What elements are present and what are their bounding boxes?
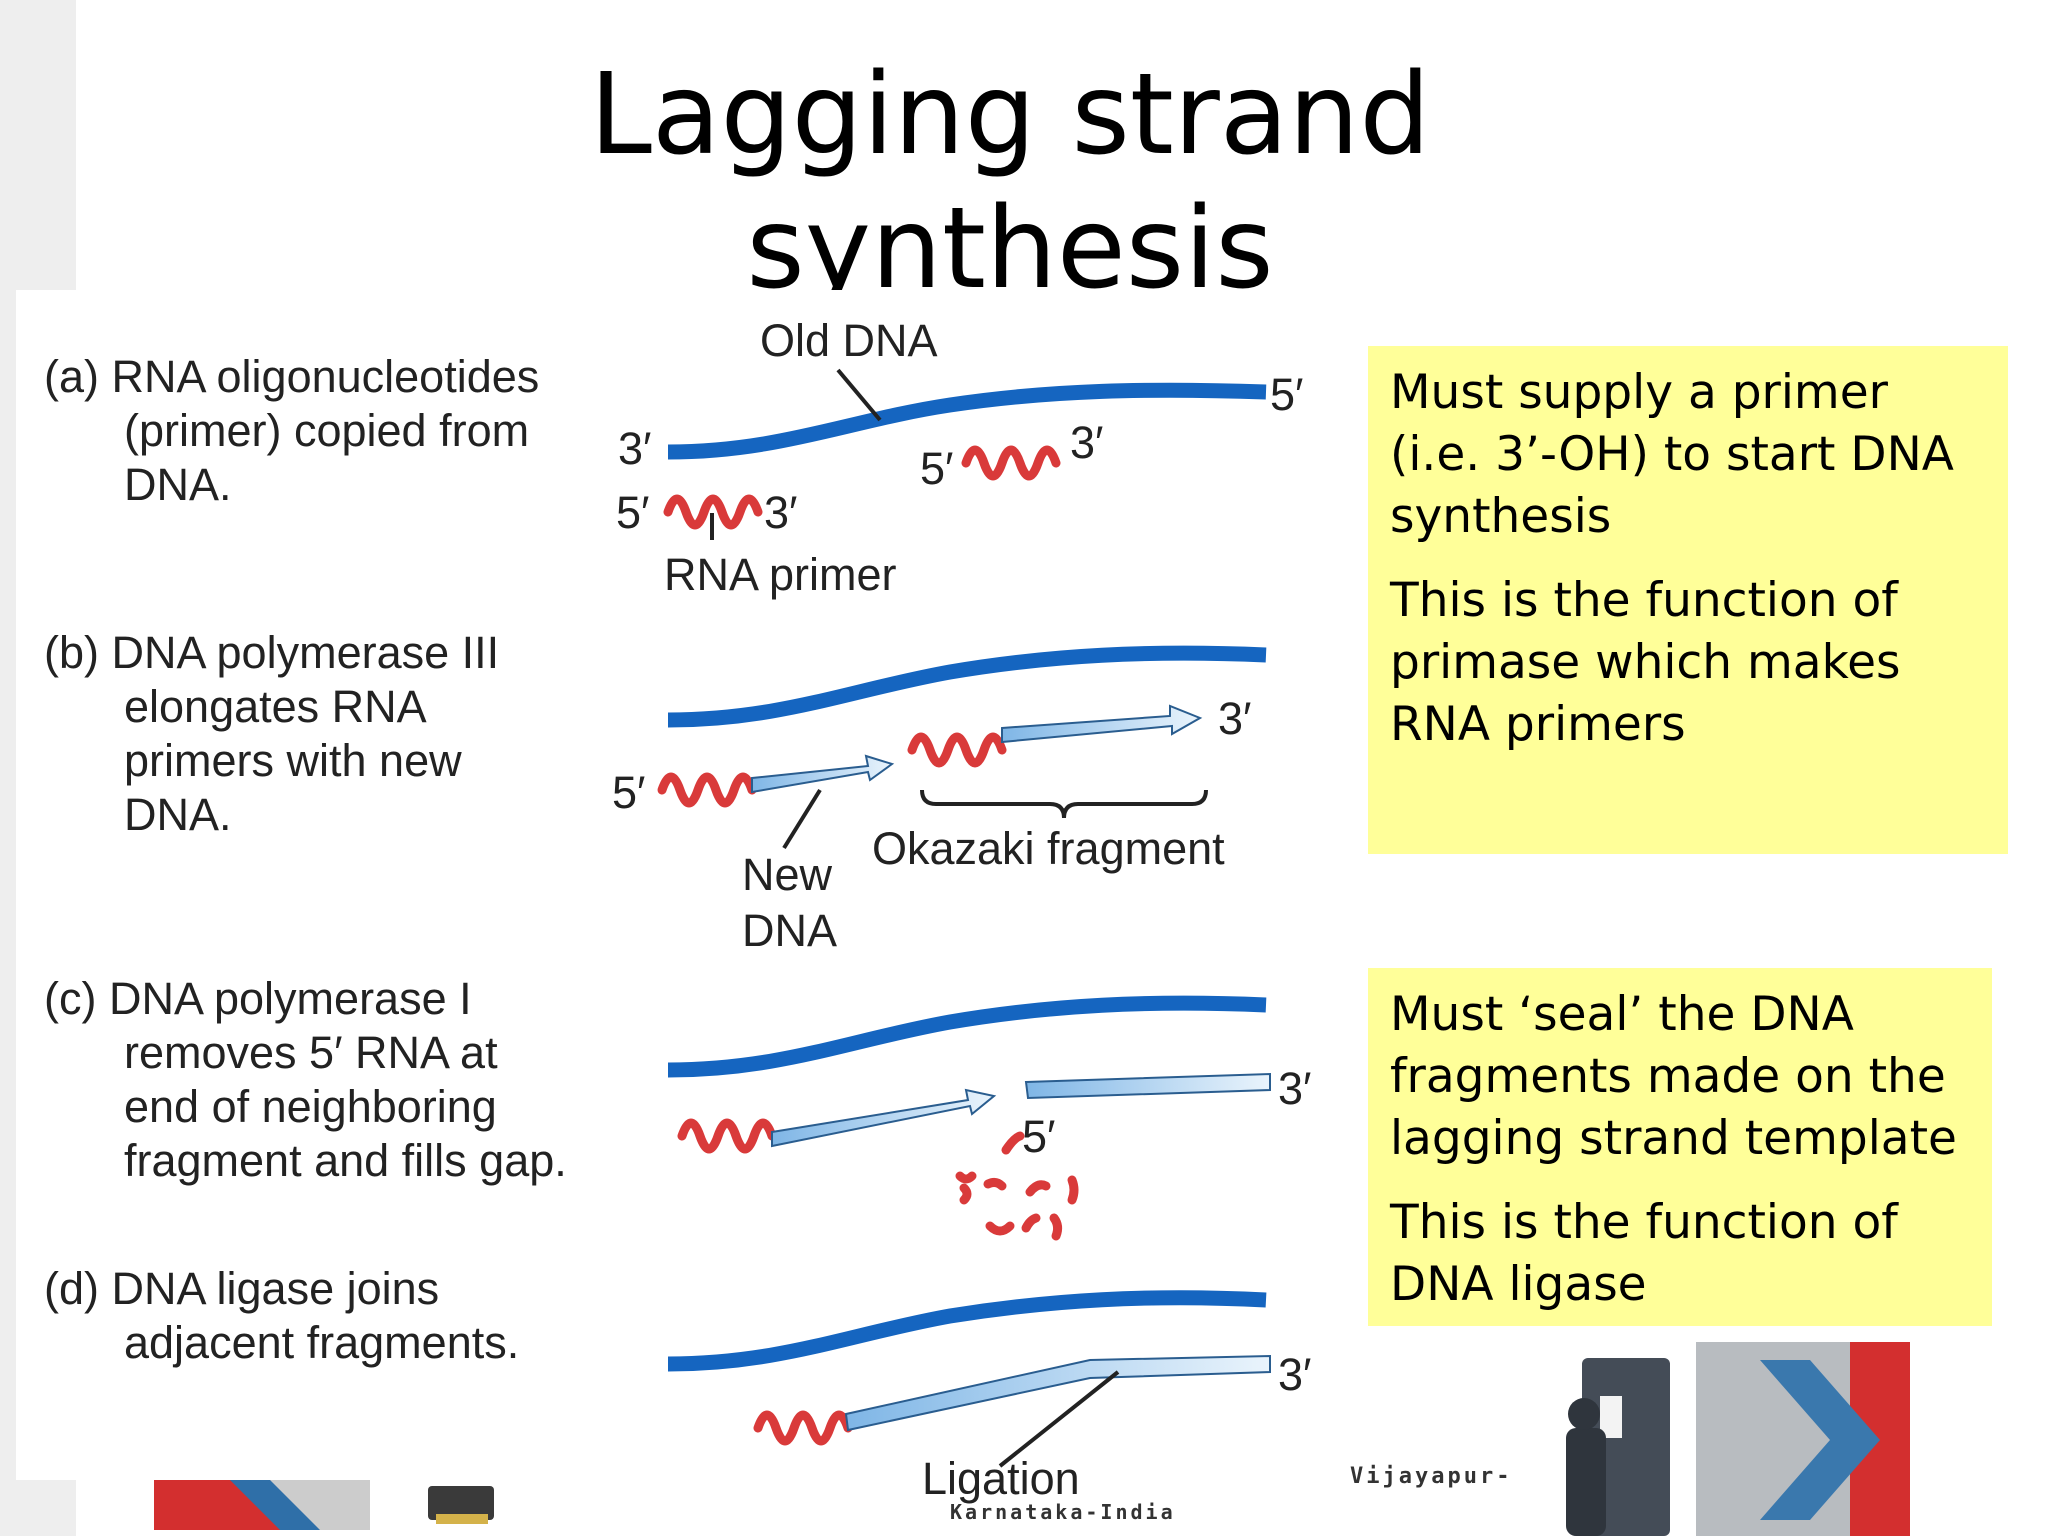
label-ligation: Ligation bbox=[922, 1453, 1080, 1504]
label-3prime-b: 3′ bbox=[1218, 693, 1252, 744]
old-dna-strand-c bbox=[667, 995, 1267, 1078]
label-5prime-a-mid: 5′ bbox=[920, 443, 954, 494]
note-ligase-line-1: Must ‘seal’ the DNA fragments made on th… bbox=[1390, 987, 1957, 1166]
label-3prime-a-primer: 3′ bbox=[764, 487, 798, 538]
step-c-line-2: removes 5′ RNA at bbox=[124, 1027, 498, 1078]
note-primer-line-2: This is the function of primase which ma… bbox=[1390, 573, 1901, 752]
removed-rna-pieces bbox=[955, 1131, 1079, 1241]
footer-logo-left bbox=[154, 1480, 370, 1530]
label-5prime-a-primer: 5′ bbox=[616, 487, 650, 538]
step-b-line-4: DNA. bbox=[124, 789, 232, 840]
label-5prime-a-top: 5′ bbox=[1270, 369, 1304, 420]
new-dna-arrow-b-right bbox=[1001, 704, 1203, 744]
label-new-dna-line-1: New bbox=[742, 849, 833, 900]
new-dna-arrow-b-left bbox=[751, 754, 895, 794]
label-3prime-d: 3′ bbox=[1278, 1349, 1312, 1400]
new-dna-arrow-c bbox=[771, 1088, 997, 1148]
label-okazaki-fragment: Okazaki fragment bbox=[872, 823, 1225, 874]
step-d-line-2: adjacent fragments. bbox=[124, 1317, 520, 1368]
step-a-line-1: (a) RNA oligonucleotides bbox=[44, 351, 540, 402]
step-c-text: (c) DNA polymerase I removes 5′ RNA at e… bbox=[44, 972, 567, 1188]
step-b-text: (b) DNA polymerase III elongates RNA pri… bbox=[44, 626, 499, 842]
step-a-text: (a) RNA oligonucleotides (primer) copied… bbox=[44, 350, 539, 512]
footer-location-text: Vijayapur- bbox=[1350, 1464, 1513, 1489]
label-3prime-a-left: 3′ bbox=[618, 423, 652, 474]
step-a-line-3: DNA. bbox=[124, 459, 232, 510]
rna-primer-a-right bbox=[961, 445, 1061, 481]
step-b-line-3: primers with new bbox=[124, 735, 462, 786]
label-5prime-c: 5′ bbox=[1022, 1111, 1056, 1162]
okazaki-fragment-c bbox=[1024, 1072, 1271, 1100]
old-dna-strand-b bbox=[667, 645, 1267, 728]
chevron-logo-icon bbox=[1696, 1342, 1910, 1536]
note-primer-line-1: Must supply a primer (i.e. 3’-OH) to sta… bbox=[1390, 365, 1954, 544]
ligation-pointer bbox=[998, 1370, 1120, 1468]
label-3prime-c: 3′ bbox=[1278, 1063, 1312, 1114]
rna-primer-c bbox=[677, 1118, 777, 1154]
step-a-line-2: (primer) copied from bbox=[124, 405, 530, 456]
emblem-icon bbox=[428, 1486, 494, 1524]
old-dna-strand-a bbox=[667, 382, 1267, 460]
label-old-dna: Old DNA bbox=[760, 315, 938, 366]
note-ligase: Must ‘seal’ the DNA fragments made on th… bbox=[1368, 968, 1992, 1326]
old-dna-pointer bbox=[836, 368, 882, 422]
step-d-text: (d) DNA ligase joins adjacent fragments. bbox=[44, 1262, 519, 1370]
old-dna-strand-d bbox=[667, 1290, 1267, 1372]
rna-primer-d bbox=[753, 1410, 853, 1446]
rna-primer-b-right bbox=[907, 732, 1007, 768]
step-c-line-1: (c) DNA polymerase I bbox=[44, 973, 472, 1024]
step-b-line-2: elongates RNA bbox=[124, 681, 427, 732]
rna-primer-a-left bbox=[663, 494, 763, 530]
figure-panel bbox=[16, 290, 1396, 1480]
label-3prime-a-mid: 3′ bbox=[1070, 417, 1104, 468]
note-primer: Must supply a primer (i.e. 3’-OH) to sta… bbox=[1368, 346, 2008, 854]
library-person-icon bbox=[1566, 1358, 1670, 1536]
step-c-line-4: fragment and fills gap. bbox=[124, 1135, 567, 1186]
step-c-line-3: end of neighboring bbox=[124, 1081, 497, 1132]
label-5prime-b: 5′ bbox=[612, 767, 646, 818]
okazaki-bracket bbox=[920, 789, 1208, 819]
label-new-dna-line-2: DNA bbox=[742, 905, 838, 956]
new-dna-pointer bbox=[782, 788, 822, 850]
footer-country-text: Karnataka-India bbox=[950, 1500, 1176, 1524]
step-d-line-1: (d) DNA ligase joins bbox=[44, 1263, 440, 1314]
rna-primer-b-left bbox=[657, 772, 757, 808]
label-rna-primer: RNA primer bbox=[664, 549, 897, 600]
step-b-line-1: (b) DNA polymerase III bbox=[44, 627, 500, 678]
note-ligase-line-2: This is the function of DNA ligase bbox=[1390, 1195, 1898, 1312]
ligated-new-dna-d bbox=[844, 1354, 1271, 1432]
